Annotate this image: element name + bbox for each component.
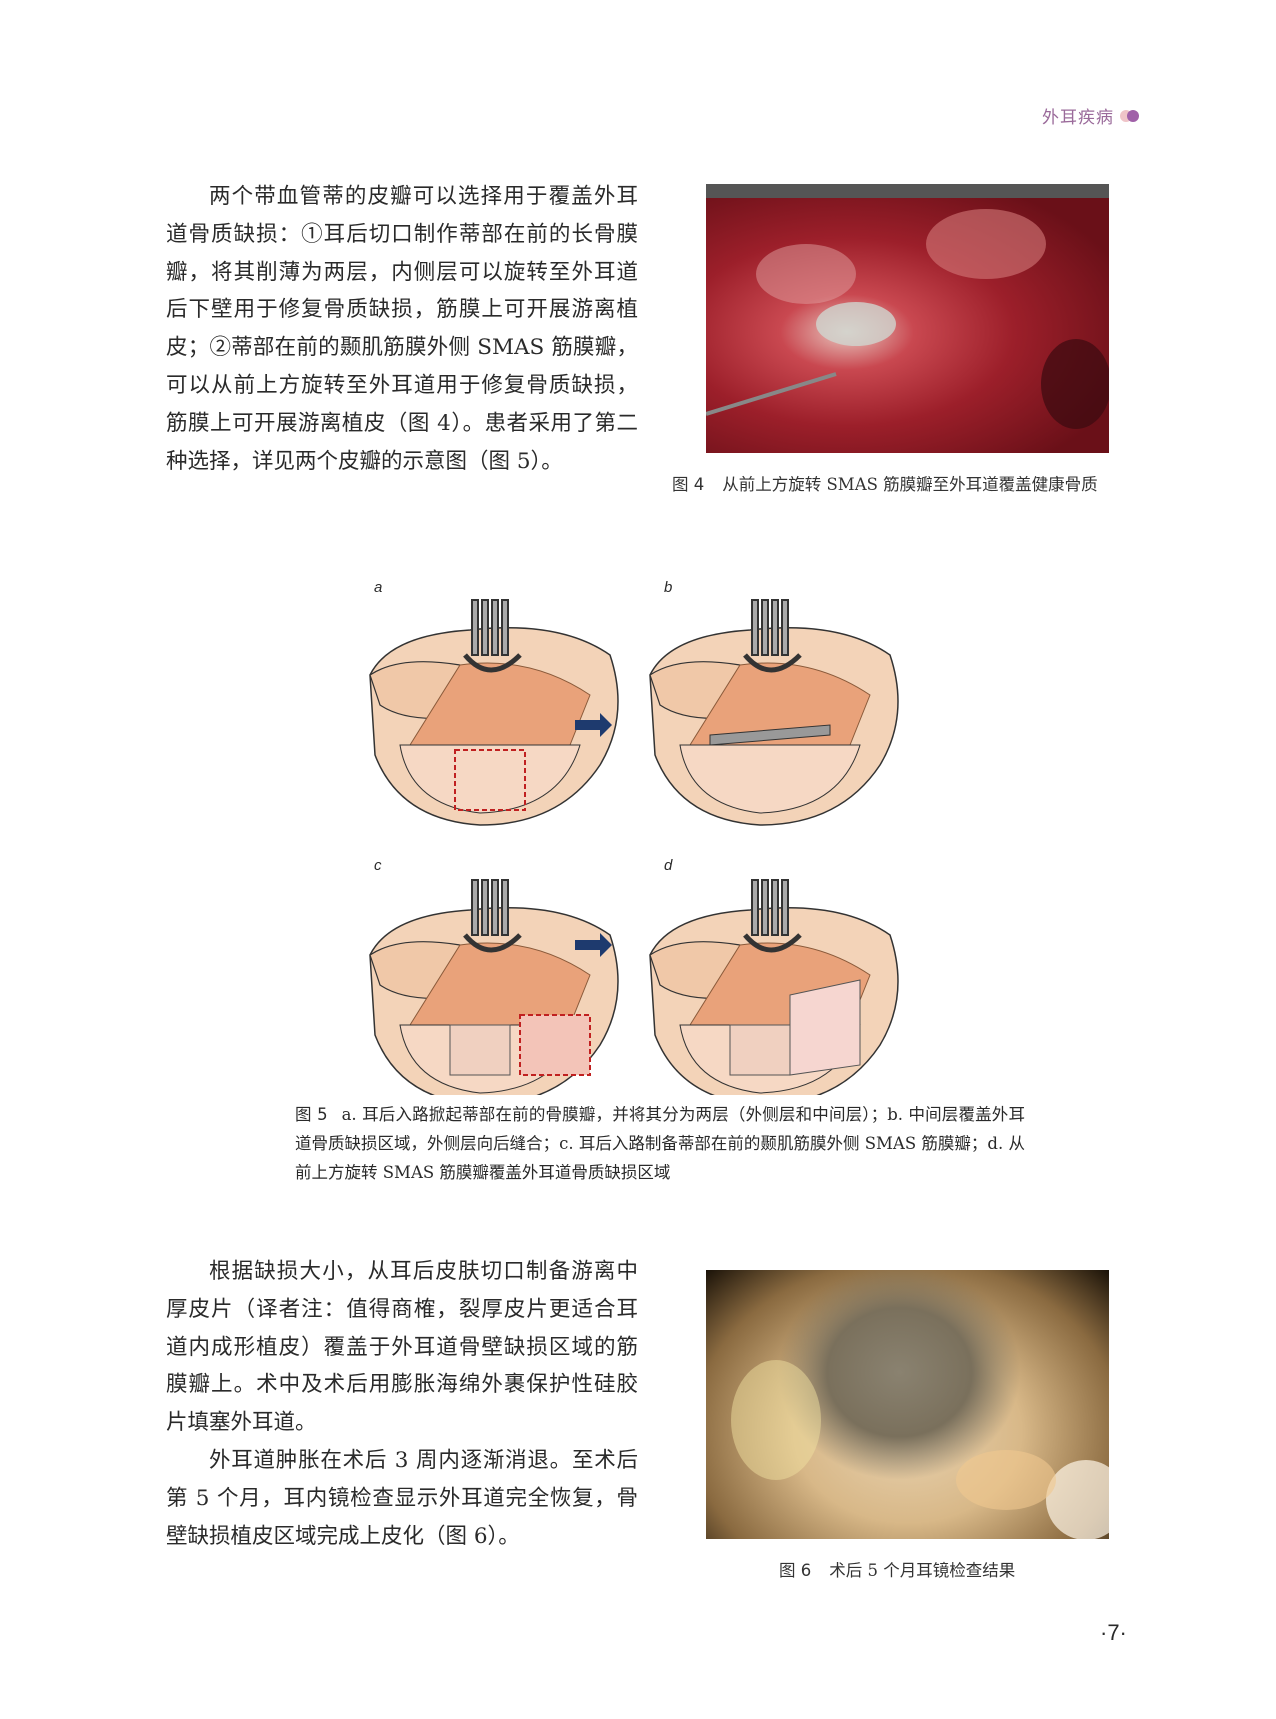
panel-label-b: b xyxy=(664,579,673,596)
caption-text: 术后 5 个月耳镜检查结果 xyxy=(829,1561,1016,1580)
figure-label: 图 5 xyxy=(295,1105,328,1124)
section-title: 外耳疾病 xyxy=(1042,108,1114,128)
figure-6-caption: 图 6 术后 5 个月耳镜检查结果 xyxy=(779,1557,1015,1581)
flap-outline-a xyxy=(454,749,526,811)
header-dots-icon xyxy=(1120,109,1142,123)
body-paragraph-2: 根据缺损大小，从耳后皮肤切口制备游离中厚皮片（译者注：值得商榷，裂厚皮片更适合耳… xyxy=(166,1253,638,1555)
figure-4-surgical-photo xyxy=(706,184,1109,453)
running-header: 外耳疾病 xyxy=(1042,103,1142,128)
panel-label-d: d xyxy=(664,857,673,874)
paragraph-text: 根据缺损大小，从耳后皮肤切口制备游离中厚皮片（译者注：值得商榷，裂厚皮片更适合耳… xyxy=(166,1259,638,1436)
figure-5-illustration: a b c d xyxy=(360,575,960,1095)
figure-4-caption: 图 4 从前上方旋转 SMAS 筋膜瓣至外耳道覆盖健康骨质 xyxy=(672,471,1098,495)
caption-text: a. 耳后入路掀起蒂部在前的骨膜瓣，并将其分为两层（外侧层和中间层）；b. 中间… xyxy=(295,1105,1025,1182)
page-number: ·7· xyxy=(1100,1620,1127,1645)
surgical-diagram xyxy=(360,575,960,1095)
caption-text: 从前上方旋转 SMAS 筋膜瓣至外耳道覆盖健康骨质 xyxy=(722,475,1098,494)
arrow-icon xyxy=(575,713,612,737)
otoscopy-illustration xyxy=(731,1360,1109,1539)
panel-label-c: c xyxy=(374,857,382,874)
figure-label: 图 6 xyxy=(779,1561,812,1580)
paragraph-text: 两个带血管蒂的皮瓣可以选择用于覆盖外耳道骨质缺损：①耳后切口制作蒂部在前的长骨膜… xyxy=(166,184,638,474)
surgical-photo-illustration xyxy=(706,184,1109,429)
panel-label-a: a xyxy=(374,579,383,596)
figure-label: 图 4 xyxy=(672,475,705,494)
arrow-icon xyxy=(575,933,612,957)
paragraph-text: 外耳道肿胀在术后 3 周内逐渐消退。至术后第 5 个月，耳内镜检查显示外耳道完全… xyxy=(166,1447,638,1549)
body-paragraph-1: 两个带血管蒂的皮瓣可以选择用于覆盖外耳道骨质缺损：①耳后切口制作蒂部在前的长骨膜… xyxy=(166,178,638,480)
figure-6-otoscopy-photo xyxy=(706,1270,1109,1539)
